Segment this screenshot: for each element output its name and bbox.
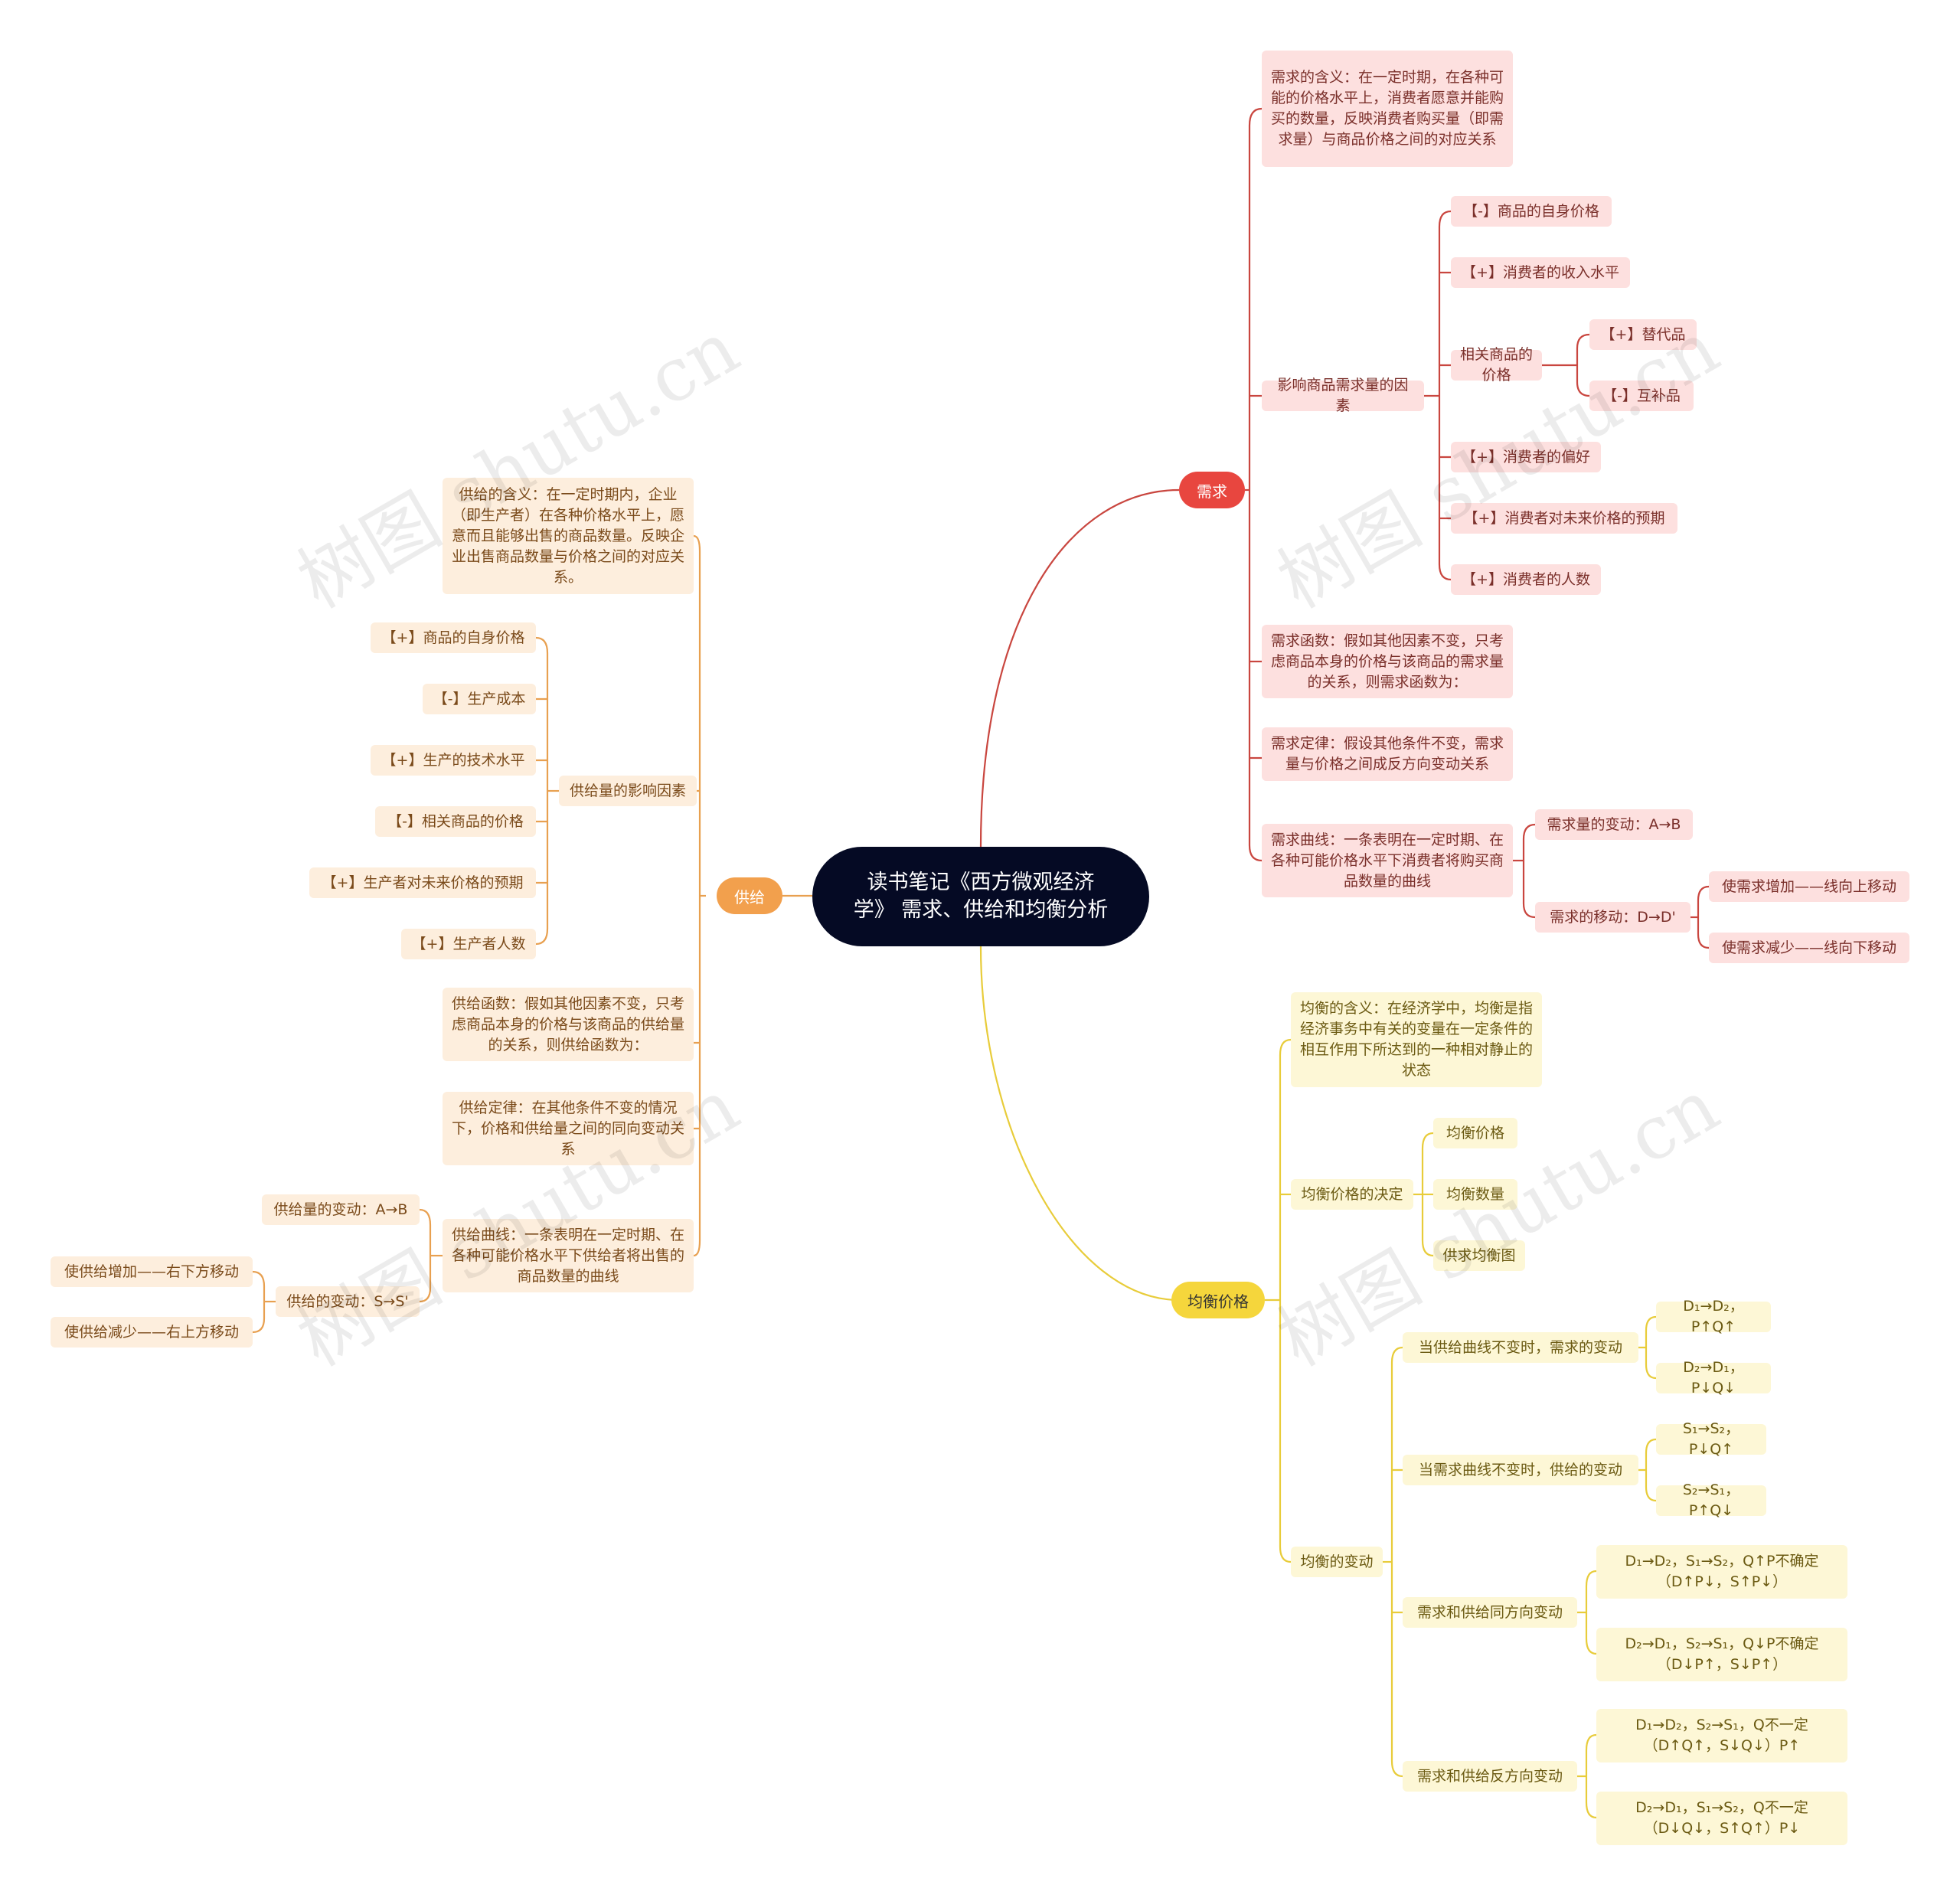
demand-shift-down[interactable]: 使需求减少——线向下移动 bbox=[1709, 933, 1909, 963]
equilibrium-price[interactable]: 均衡价格 bbox=[1433, 1118, 1517, 1148]
supply-factor-tech[interactable]: 【+】生产的技术水平 bbox=[371, 745, 536, 776]
supply-curve[interactable]: 供给曲线：一条表明在一定时期、在各种可能价格水平下供给者将出售的商品数量的曲线 bbox=[443, 1219, 694, 1292]
supply-factor-cost[interactable]: 【-】生产成本 bbox=[423, 684, 536, 714]
demand-factor-own-price[interactable]: 【-】商品的自身价格 bbox=[1451, 196, 1612, 227]
demand-curve[interactable]: 需求曲线：一条表明在一定时期、在各种可能价格水平下消费者将购买商品数量的曲线 bbox=[1262, 824, 1513, 897]
demand-qty-change[interactable]: 需求量的变动：A→B bbox=[1535, 809, 1693, 840]
demand-function[interactable]: 需求函数：假如其他因素不变，只考虑商品本身的价格与该商品的需求量的关系，则需求函… bbox=[1262, 625, 1513, 698]
branch-supply[interactable]: 供给 bbox=[717, 877, 782, 914]
eq-supply-only[interactable]: 当需求曲线不变时，供给的变动 bbox=[1403, 1455, 1638, 1485]
equilibrium-chart[interactable]: 供求均衡图 bbox=[1433, 1240, 1525, 1271]
eq-opposite-direction-b[interactable]: D₂→D₁，S₁→S₂，Q不一定（D↓Q↓，S↑Q↑）P↓ bbox=[1596, 1792, 1847, 1845]
supply-factor-related[interactable]: 【-】相关商品的价格 bbox=[375, 806, 536, 837]
equilibrium-changes[interactable]: 均衡的变动 bbox=[1291, 1547, 1383, 1577]
demand-shift-up[interactable]: 使需求增加——线向上移动 bbox=[1709, 871, 1909, 902]
demand-factors[interactable]: 影响商品需求量的因素 bbox=[1262, 377, 1424, 414]
equilibrium-meaning[interactable]: 均衡的含义：在经济学中，均衡是指经济事务中有关的变量在一定条件的相互作用下所达到… bbox=[1291, 992, 1542, 1087]
demand-factor-population[interactable]: 【+】消费者的人数 bbox=[1451, 564, 1601, 595]
demand-factor-preference[interactable]: 【+】消费者的偏好 bbox=[1451, 442, 1601, 472]
branch-equilibrium[interactable]: 均衡价格 bbox=[1171, 1282, 1265, 1318]
supply-factor-producers[interactable]: 【+】生产者人数 bbox=[401, 929, 536, 959]
supply-shift[interactable]: 供给的变动：S→S' bbox=[276, 1286, 420, 1317]
equilibrium-quantity[interactable]: 均衡数量 bbox=[1433, 1179, 1517, 1210]
supply-factor-expectation[interactable]: 【+】生产者对未来价格的预期 bbox=[309, 867, 536, 898]
eq-same-direction[interactable]: 需求和供给同方向变动 bbox=[1403, 1597, 1577, 1628]
supply-shift-decrease[interactable]: 使供给减少——右上方移动 bbox=[51, 1317, 253, 1348]
demand-factor-complement[interactable]: 【-】互补品 bbox=[1589, 381, 1694, 411]
demand-meaning[interactable]: 需求的含义：在一定时期，在各种可能的价格水平上，消费者愿意并能购买的数量，反映消… bbox=[1262, 51, 1513, 167]
supply-factors[interactable]: 供给量的影响因素 bbox=[559, 776, 697, 806]
supply-function[interactable]: 供给函数：假如其他因素不变，只考虑商品本身的价格与该商品的供给量的关系，则供给函… bbox=[443, 988, 694, 1061]
supply-law[interactable]: 供给定律：在其他条件不变的情况下，价格和供给量之间的同向变动关系 bbox=[443, 1092, 694, 1165]
branch-demand[interactable]: 需求 bbox=[1179, 472, 1245, 508]
root-topic[interactable]: 读书笔记《西方微观经济学》 需求、供给和均衡分析 bbox=[812, 847, 1149, 946]
eq-supply-only-b[interactable]: S₂→S₁，P↑Q↓ bbox=[1656, 1481, 1766, 1519]
supply-meaning[interactable]: 供给的含义：在一定时期内，企业（即生产者）在各种价格水平上，愿意而且能够出售的商… bbox=[443, 478, 694, 594]
supply-factor-own-price[interactable]: 【+】商品的自身价格 bbox=[371, 622, 536, 653]
eq-supply-only-a[interactable]: S₁→S₂，P↓Q↑ bbox=[1656, 1420, 1766, 1458]
eq-same-direction-b[interactable]: D₂→D₁，S₂→S₁，Q↓P不确定（D↓P↑，S↓P↑） bbox=[1596, 1628, 1847, 1681]
eq-demand-only-b[interactable]: D₂→D₁，P↓Q↓ bbox=[1656, 1359, 1771, 1397]
demand-factor-income[interactable]: 【+】消费者的收入水平 bbox=[1451, 257, 1630, 288]
eq-opposite-direction[interactable]: 需求和供给反方向变动 bbox=[1403, 1761, 1577, 1792]
demand-factor-expectation[interactable]: 【+】消费者对未来价格的预期 bbox=[1451, 503, 1677, 534]
eq-same-direction-a[interactable]: D₁→D₂，S₁→S₂，Q↑P不确定（D↑P↓，S↑P↓） bbox=[1596, 1545, 1847, 1599]
supply-qty-change[interactable]: 供给量的变动：A→B bbox=[262, 1194, 420, 1225]
demand-factor-substitute[interactable]: 【+】替代品 bbox=[1589, 319, 1697, 350]
supply-shift-increase[interactable]: 使供给增加——右下方移动 bbox=[51, 1256, 253, 1287]
demand-law[interactable]: 需求定律：假设其他条件不变，需求量与价格之间成反方向变动关系 bbox=[1262, 727, 1513, 781]
eq-opposite-direction-a[interactable]: D₁→D₂，S₂→S₁，Q不一定（D↑Q↑，S↓Q↓）P↑ bbox=[1596, 1709, 1847, 1762]
demand-factor-related[interactable]: 相关商品的价格 bbox=[1451, 346, 1542, 384]
equilibrium-determination[interactable]: 均衡价格的决定 bbox=[1291, 1179, 1413, 1210]
demand-shift[interactable]: 需求的移动：D→D' bbox=[1535, 902, 1690, 933]
eq-demand-only-a[interactable]: D₁→D₂，P↑Q↑ bbox=[1656, 1298, 1771, 1335]
eq-demand-only[interactable]: 当供给曲线不变时，需求的变动 bbox=[1403, 1332, 1638, 1363]
